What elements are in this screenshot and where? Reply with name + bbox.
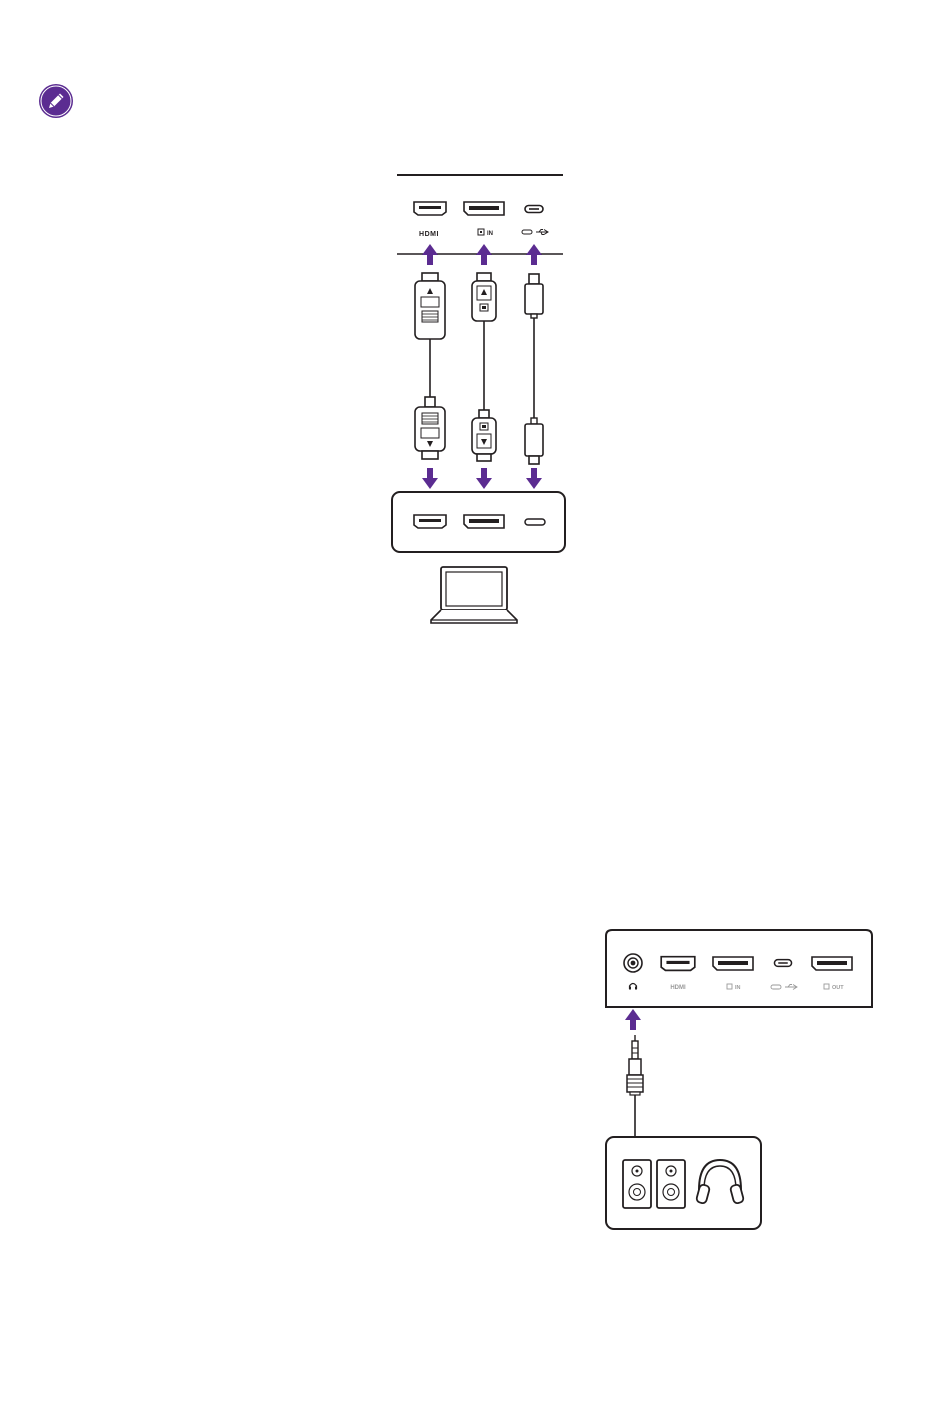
audio-cable <box>627 1035 643 1137</box>
computer-port-panel <box>392 492 565 552</box>
monitor-usbc-port <box>525 206 543 213</box>
up-arrow-icon <box>526 244 542 265</box>
down-arrow-icon <box>526 468 542 489</box>
hdmi-label-2: HDMI <box>670 985 686 991</box>
hdmi-cable <box>415 273 445 459</box>
up-arrow-icon <box>476 244 492 265</box>
svg-text:IN: IN <box>735 985 741 991</box>
monitor-dp-out-port <box>812 957 852 970</box>
monitor-hdmi-port-2 <box>661 957 695 971</box>
monitor-usbc-port-2 <box>774 960 791 967</box>
monitor-dp-in-port-2 <box>713 957 753 970</box>
monitor-dp-in-port <box>464 202 504 215</box>
laptop-icon <box>431 567 517 623</box>
speaker-icon <box>623 1160 651 1208</box>
hdmi-label: HDMI <box>419 231 439 238</box>
up-arrow-icon <box>625 1009 641 1030</box>
up-arrow-icon <box>422 244 438 265</box>
displayport-cable <box>472 273 496 461</box>
computer-hdmi-port <box>414 515 446 528</box>
svg-text:IN: IN <box>487 231 493 237</box>
dp-in-label: IN <box>478 229 493 237</box>
down-arrow-icon <box>422 468 438 489</box>
diagram-2-monitor-panel: HDMI IN OUT <box>606 930 872 1007</box>
down-arrow-icon <box>476 468 492 489</box>
monitor-hdmi-port <box>414 202 446 215</box>
computer-dp-port <box>464 515 504 528</box>
usbc-label <box>522 230 548 235</box>
computer-usbc-port <box>525 519 545 525</box>
svg-text:OUT: OUT <box>832 985 844 991</box>
audio-devices-panel <box>606 1137 761 1229</box>
diagram-1-monitor-panel: HDMI IN <box>397 175 563 265</box>
usb-c-cable <box>525 274 543 464</box>
headphone-jack <box>624 954 642 972</box>
speaker-icon <box>657 1160 685 1208</box>
